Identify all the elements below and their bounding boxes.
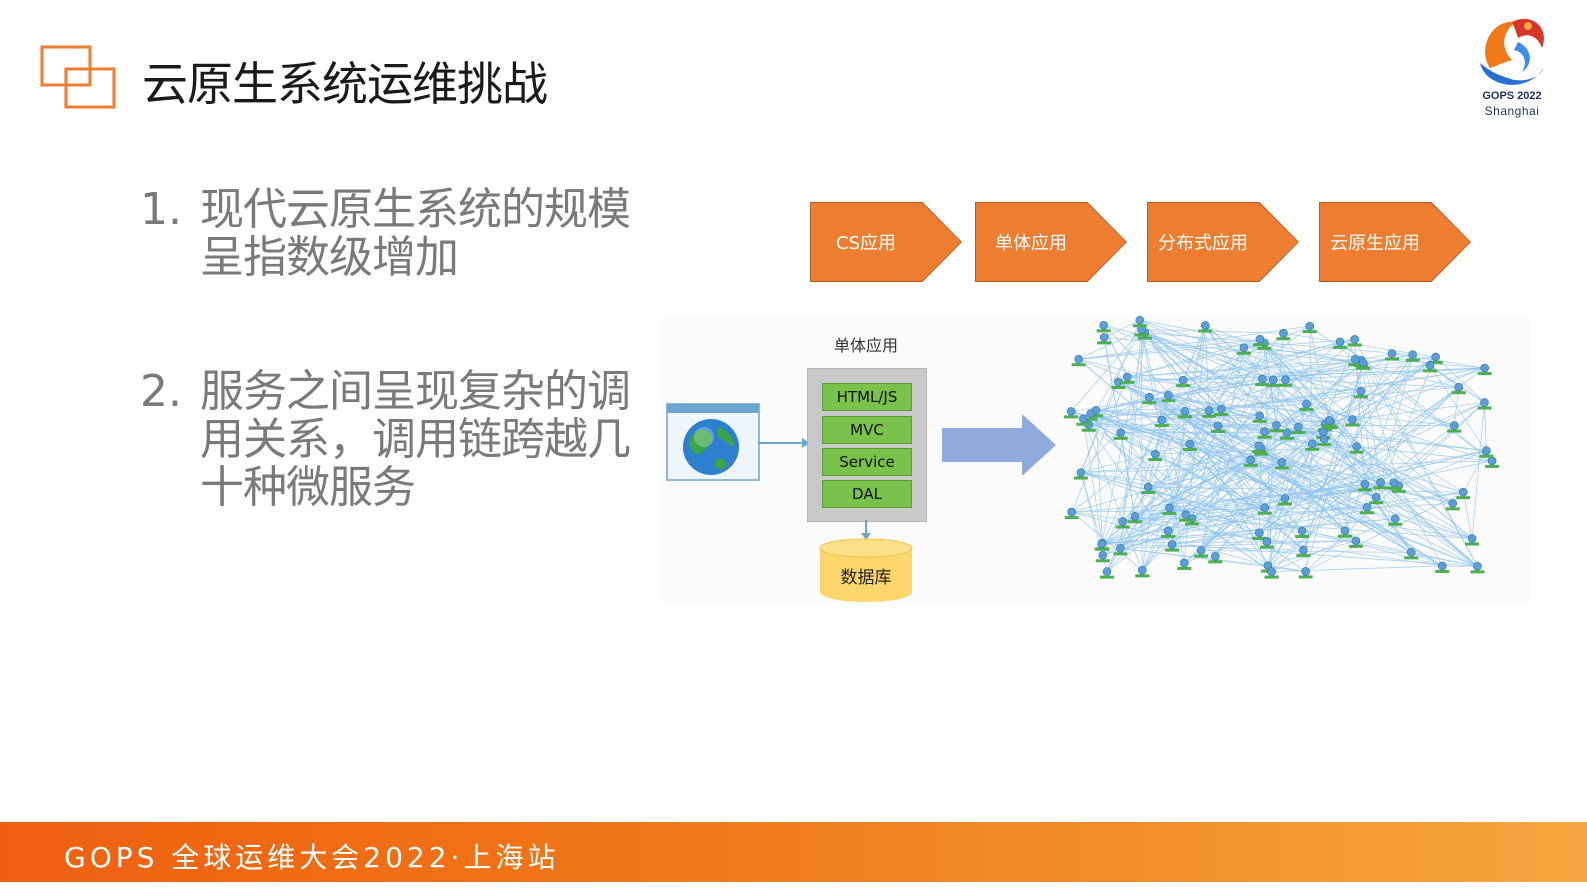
logo-line2: Shanghai <box>1484 104 1540 118</box>
list-text: 现代云原生系统的规模呈指数级增加 <box>200 184 631 283</box>
database-label: 数据库 <box>840 568 892 588</box>
title-squares-icon <box>40 45 116 109</box>
chevron-cs-app: CS应用 <box>811 203 961 281</box>
connector-arrow <box>758 438 810 448</box>
database-icon <box>819 538 913 602</box>
layer-mvc: MVC <box>822 416 912 444</box>
layer-html-js: HTML/JS <box>822 383 912 411</box>
footer-bottom-strip <box>0 882 1587 892</box>
connector-arrow <box>861 520 871 540</box>
gops-logo-icon <box>1480 18 1544 85</box>
list-item: 1. 现代云原生系统的规模呈指数级增加 <box>140 186 660 282</box>
chevron-distributed-app: 分布式应用 <box>1148 203 1298 281</box>
browser-globe-icon <box>666 403 760 481</box>
logo-line1: GOPS 2022 <box>1482 90 1542 102</box>
footer-text: GOPS 全球运维大会2022·上海站 <box>64 841 560 874</box>
list-number: 2. <box>140 366 182 417</box>
transition-arrow-icon <box>942 414 1056 476</box>
chevron-cloud-native-app: 云原生应用 <box>1320 203 1470 281</box>
list-number: 1. <box>140 184 182 235</box>
list-item: 2. 服务之间呈现复杂的调用关系，调用链跨越几十种微服务 <box>140 368 660 512</box>
microservice-call-graph <box>1064 316 1500 579</box>
layer-service: Service <box>822 448 912 476</box>
list-text: 服务之间呈现复杂的调用关系，调用链跨越几十种微服务 <box>200 366 631 513</box>
footer-bar <box>0 822 1587 882</box>
chevron-monolith-app: 单体应用 <box>976 203 1126 281</box>
monolith-label: 单体应用 <box>833 336 898 355</box>
page-title: 云原生系统运维挑战 <box>142 57 548 111</box>
challenge-list: 1. 现代云原生系统的规模呈指数级增加 2. 服务之间呈现复杂的调用关系，调用链… <box>140 186 660 598</box>
layer-dal: DAL <box>822 480 912 508</box>
